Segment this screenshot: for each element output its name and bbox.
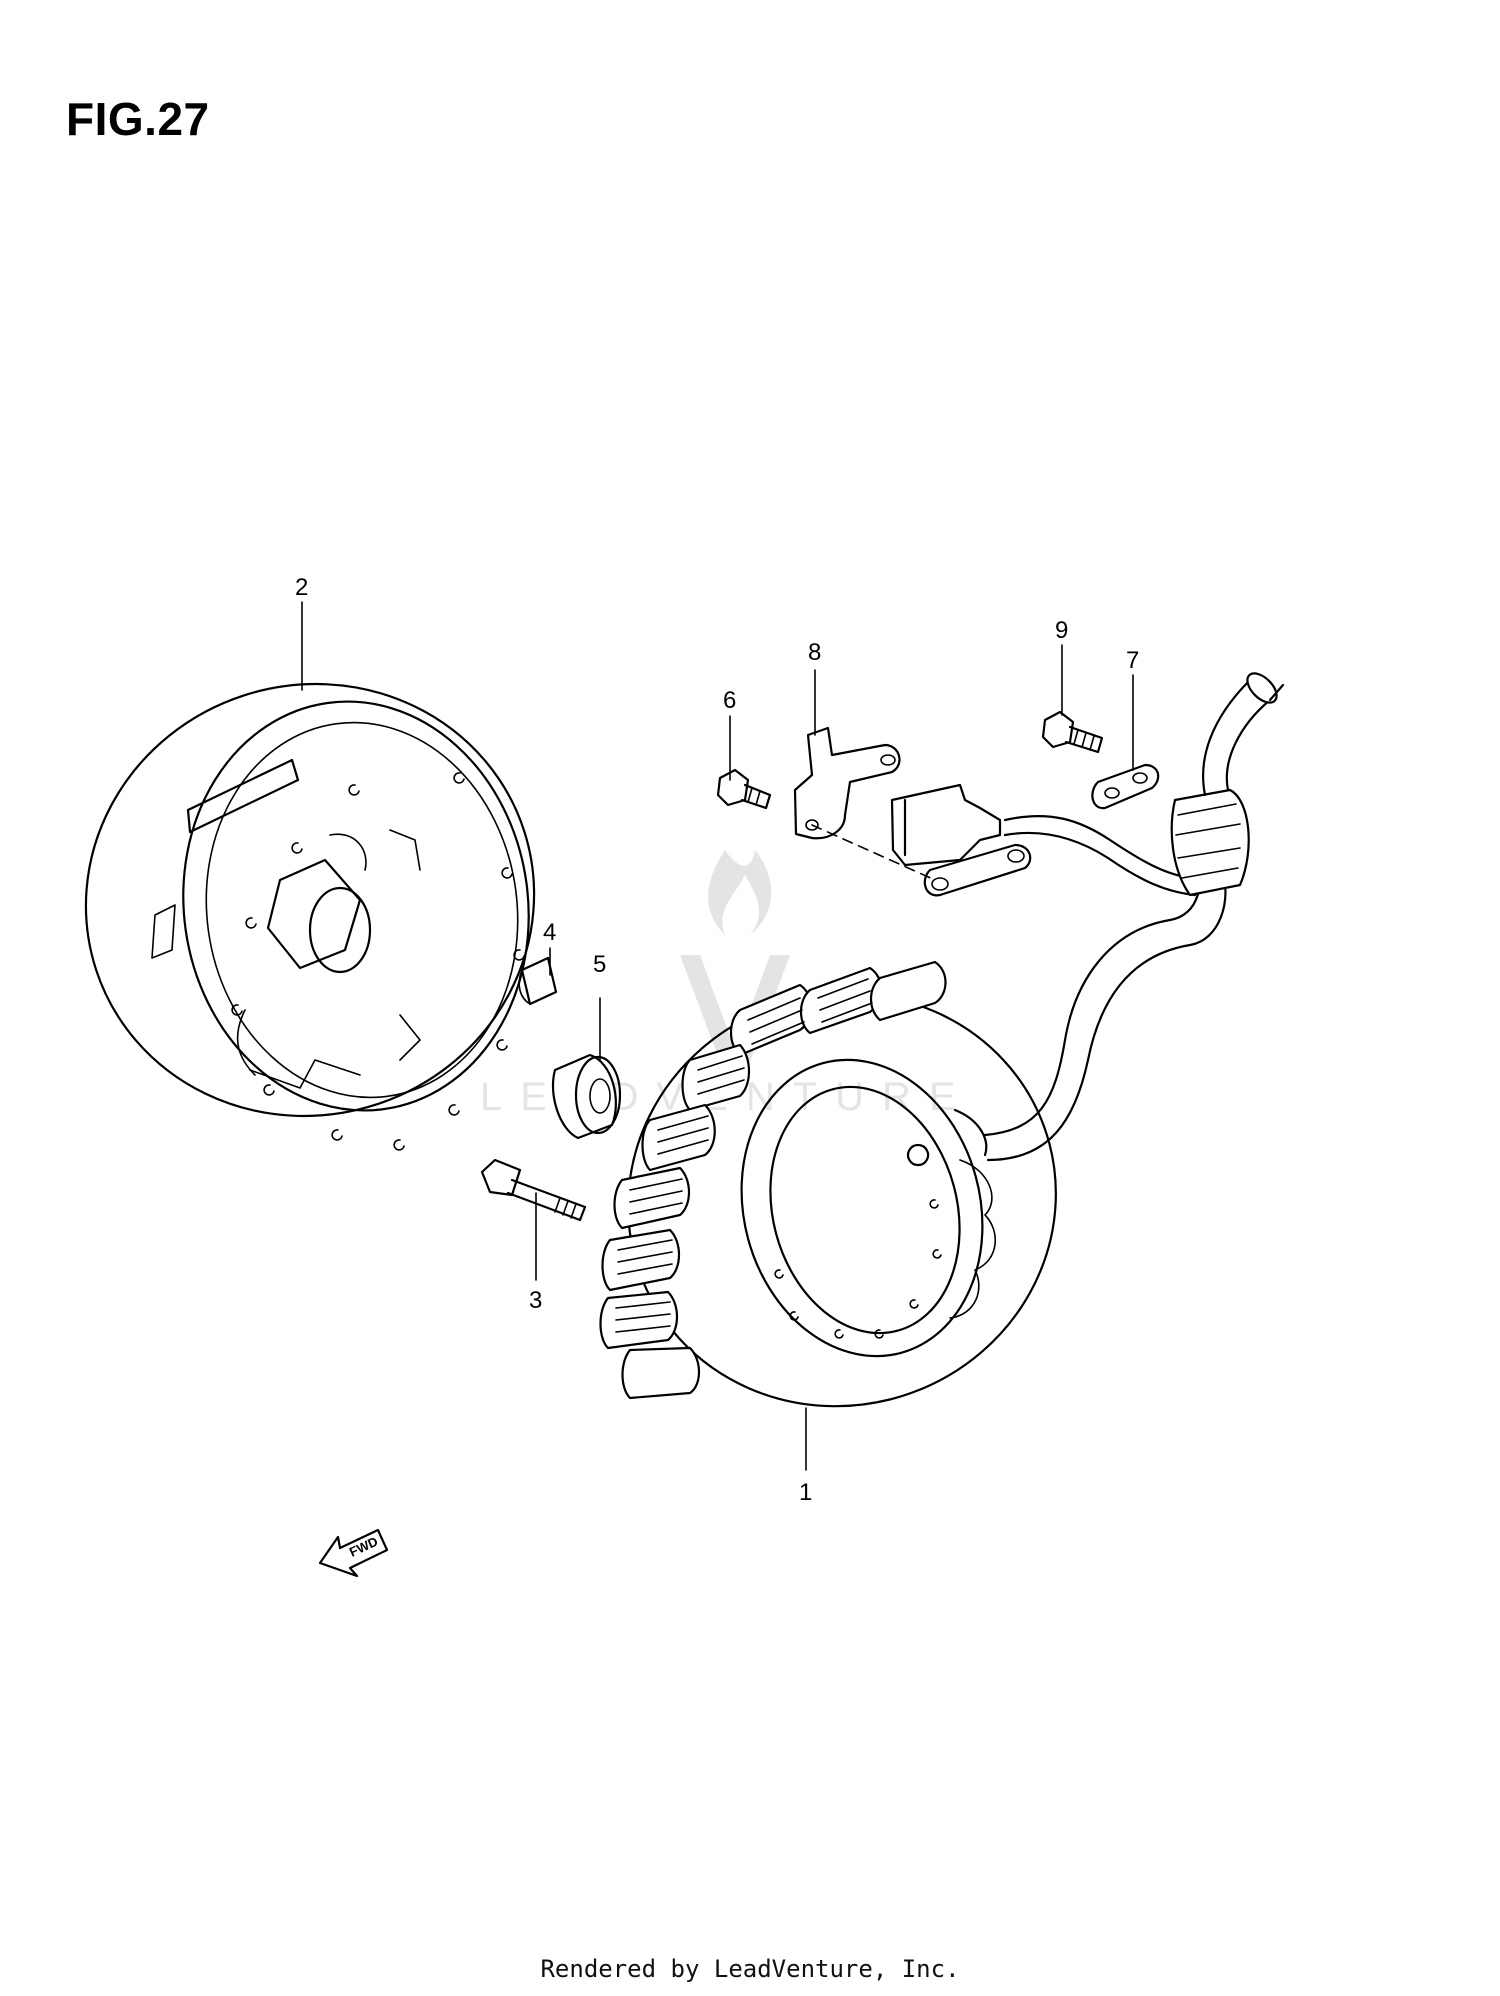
callout-7: 7: [1126, 647, 1139, 674]
callout-9: 9: [1055, 617, 1068, 644]
wire-harness: [983, 672, 1285, 1162]
footer-credit: Rendered by LeadVenture, Inc.: [540, 1955, 960, 1983]
part-8-bracket: [793, 726, 936, 881]
callout-2: 2: [295, 574, 308, 601]
fwd-direction-arrow: FWD: [318, 1528, 389, 1578]
callout-6: 6: [723, 687, 736, 714]
part-2-flywheel-rotor: [84, 682, 536, 1151]
part-6-screw: [716, 768, 772, 810]
figure-title: FIG.27: [66, 93, 210, 145]
part-5-bushing: [551, 1053, 622, 1140]
part-7-plate: [1091, 763, 1160, 810]
pickup-sensor: [890, 783, 1032, 897]
callout-5: 5: [593, 951, 606, 978]
callout-8: 8: [808, 639, 821, 666]
part-3-bolt: [480, 1158, 587, 1222]
part-4-key: [518, 956, 558, 1006]
callout-leaders: [301, 601, 1134, 1471]
callout-labels: 2 4 5 3 6 8 9 7 1: [295, 574, 1139, 1506]
callout-4: 4: [543, 919, 556, 946]
callout-1: 1: [799, 1479, 812, 1506]
part-9-screw: [1041, 710, 1104, 754]
part-1-stator: [599, 960, 1057, 1408]
callout-3: 3: [529, 1287, 542, 1314]
